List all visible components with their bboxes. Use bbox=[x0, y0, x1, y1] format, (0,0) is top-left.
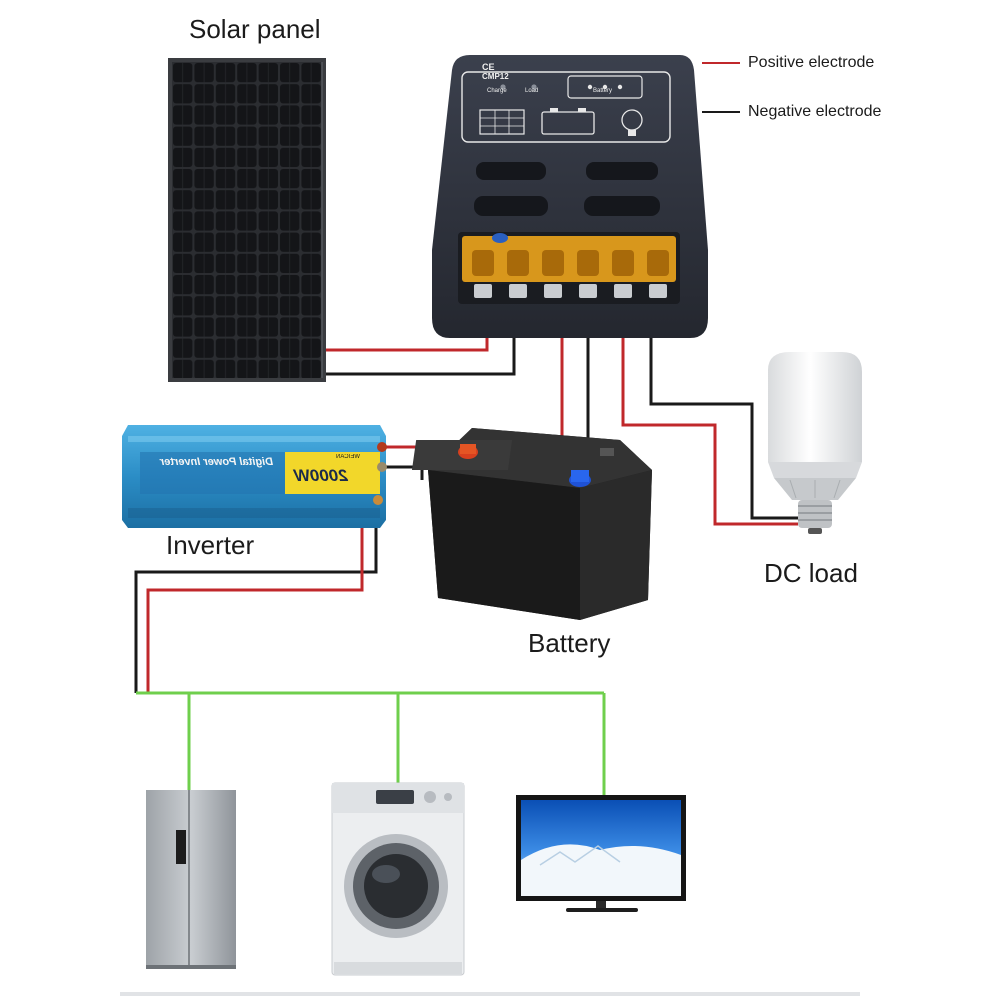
television bbox=[516, 795, 686, 912]
label-battery: Battery bbox=[528, 628, 611, 658]
washing-machine bbox=[331, 782, 465, 976]
ac-output-red-wire bbox=[146, 520, 364, 693]
wiring bbox=[134, 62, 798, 795]
load-negative-wire bbox=[649, 338, 798, 520]
controller-indicator-charge: Charge bbox=[487, 88, 507, 94]
legend-positive-label: Positive electrode bbox=[748, 54, 875, 71]
inverter-power-rating: 2000W bbox=[294, 466, 348, 485]
power-inverter bbox=[122, 425, 387, 528]
solar-negative-wire bbox=[322, 338, 516, 376]
charge-controller bbox=[432, 55, 708, 338]
solar-positive-wire bbox=[322, 338, 489, 352]
label-dc-load: DC load bbox=[764, 558, 858, 588]
legend-negative-label: Negative electrode bbox=[748, 103, 882, 120]
controller-model: CMP12 bbox=[482, 72, 509, 81]
load-positive-wire bbox=[621, 338, 798, 526]
inverter-brand: WEICAN bbox=[336, 454, 360, 460]
refrigerator bbox=[146, 790, 236, 969]
label-inverter: Inverter bbox=[166, 530, 255, 560]
controller-indicator-load: Load bbox=[525, 88, 539, 94]
label-solar-panel: Solar panel bbox=[189, 14, 321, 44]
solar-panel bbox=[168, 58, 326, 382]
controller-indicator-battery: Battery bbox=[593, 88, 613, 94]
ac-output-black-wire bbox=[134, 520, 378, 693]
led-bulb bbox=[768, 352, 862, 534]
inverter-title: Digital Power Inverter bbox=[160, 456, 274, 468]
car-battery bbox=[411, 428, 652, 620]
controller-ce-mark: CE bbox=[482, 62, 495, 72]
